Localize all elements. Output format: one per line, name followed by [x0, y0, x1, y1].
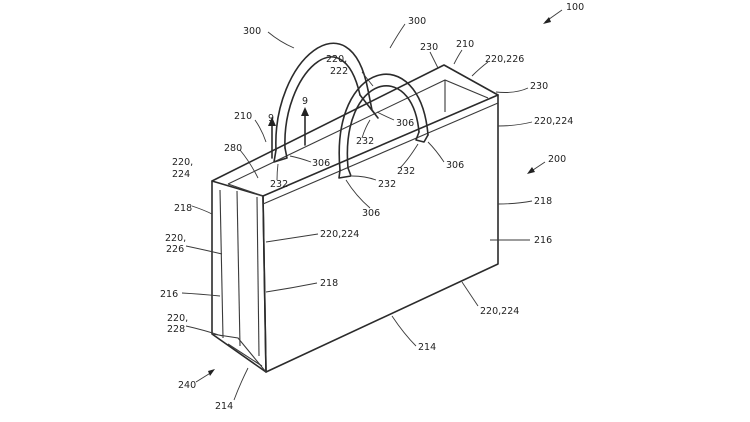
lead-232c — [351, 175, 377, 181]
label-232-left: 232 — [270, 179, 288, 190]
label-220-222-bottom: 222 — [330, 66, 348, 77]
handle-end-a — [273, 147, 288, 163]
lead-232a — [361, 119, 371, 139]
bottom-gusset-diag — [227, 343, 263, 367]
lead-300a — [267, 31, 295, 49]
label-218-right: 218 — [534, 196, 552, 207]
bag-front-panel — [262, 94, 499, 373]
lead-306c — [427, 141, 445, 163]
label-220-228-top: 220, — [167, 313, 188, 324]
lead-306a — [376, 111, 395, 121]
lead-220_226a — [471, 61, 489, 77]
lead-300b — [389, 23, 406, 49]
gusset-fold-left — [219, 189, 224, 339]
label-220-228-bottom: 228 — [167, 324, 185, 335]
lead-232d — [399, 143, 419, 169]
label-218-center: 218 — [320, 278, 338, 289]
lead-280 — [239, 149, 259, 179]
label-218-left: 218 — [174, 203, 192, 214]
lead-306d — [345, 179, 371, 209]
lead-216b — [181, 292, 221, 297]
label-306-lower: 306 — [362, 208, 380, 219]
back-handle-outer — [275, 42, 369, 151]
label-220-224-left-top: 220, — [172, 157, 193, 168]
lead-220_226b — [185, 245, 223, 255]
lead-220_224d — [461, 281, 479, 307]
lead-218c — [265, 282, 318, 293]
lead-220_228 — [185, 325, 223, 337]
label-280: 280 — [224, 143, 242, 154]
label-214-bottom: 214 — [215, 401, 233, 412]
label-9-left: 9 — [268, 113, 274, 124]
handle-end-b — [338, 167, 352, 179]
label-200: 200 — [548, 154, 566, 165]
label-220-222-top: 220, — [326, 54, 347, 65]
label-230-top: 230 — [420, 42, 438, 53]
label-232-right: 232 — [397, 166, 415, 177]
label-306-upper: 306 — [396, 118, 414, 129]
label-220-226-top: 220,226 — [485, 54, 524, 65]
label-220-226-left-top: 220, — [165, 233, 186, 244]
label-220-224-left-bottom: 224 — [172, 169, 190, 180]
label-220-224-center: 220,224 — [320, 229, 359, 240]
section-arrowhead-left — [268, 117, 276, 126]
handle-end-d — [415, 131, 429, 143]
top-flap-line — [227, 183, 264, 197]
gusset-fold-right — [256, 196, 260, 357]
lead-230b — [495, 87, 529, 93]
label-220-224-right-upper: 220,224 — [534, 116, 573, 127]
lead-240-arrow — [208, 369, 215, 376]
lead-214b — [233, 367, 249, 401]
label-210-top: 210 — [456, 39, 474, 50]
label-214-front: 214 — [418, 342, 436, 353]
lead-222 — [361, 71, 374, 87]
lead-200-arrow — [527, 167, 535, 174]
label-220-224-lower: 220,224 — [480, 306, 519, 317]
section-arrowhead-right — [301, 107, 309, 116]
label-220-226-left-bottom: 226 — [166, 244, 184, 255]
bag-top-rim — [211, 64, 499, 182]
front-handle-outer — [338, 73, 429, 171]
label-216-left: 216 — [160, 289, 178, 300]
label-306-right: 306 — [446, 160, 464, 171]
label-216-right: 216 — [534, 235, 552, 246]
lead-218a — [191, 205, 213, 215]
label-306-mid-left: 306 — [312, 158, 330, 169]
lead-220_224c — [265, 233, 319, 243]
label-232-center: 232 — [378, 179, 396, 190]
lead-306b — [289, 155, 312, 163]
lead-210b — [254, 119, 267, 143]
gusset-fold-mid — [236, 190, 241, 347]
lead-220_224a — [497, 121, 533, 127]
label-300-right: 300 — [408, 16, 426, 27]
label-9-right: 9 — [302, 96, 308, 107]
lead-214a — [391, 315, 417, 347]
label-232-upper: 232 — [356, 136, 374, 147]
label-240: 240 — [178, 380, 196, 391]
label-230-right: 230 — [530, 81, 548, 92]
label-210-left: 210 — [234, 111, 252, 122]
lead-210a — [453, 49, 463, 65]
back-handle-inner — [284, 56, 361, 149]
lead-100-arrow — [543, 17, 551, 24]
label-100: 100 — [566, 2, 584, 13]
handle-end-c — [359, 89, 379, 119]
front-cuff-line — [262, 102, 499, 205]
label-300-left: 300 — [243, 26, 261, 37]
lead-218b — [497, 200, 533, 205]
lead-232b — [276, 163, 279, 181]
front-handle-inner — [346, 85, 420, 169]
lead-230a — [429, 51, 439, 69]
